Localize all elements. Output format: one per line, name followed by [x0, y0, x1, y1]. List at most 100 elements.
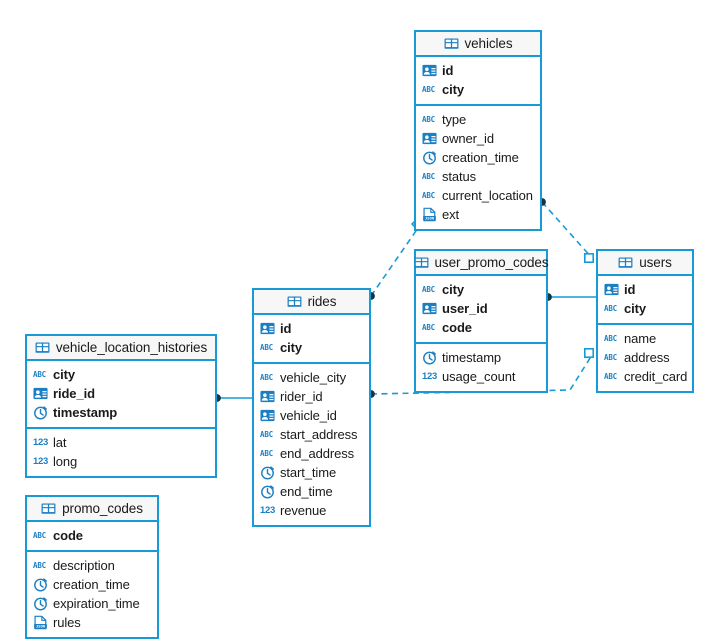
- column-row[interactable]: ABC start_address: [254, 425, 369, 444]
- table-header-vehicles[interactable]: vehicles: [416, 32, 540, 57]
- column-name: start_address: [280, 427, 358, 442]
- column-row[interactable]: rider_id: [254, 387, 369, 406]
- svg-text:JSON: JSON: [36, 624, 46, 629]
- table-header-rides[interactable]: rides: [254, 290, 369, 315]
- column-name: rules: [53, 615, 81, 630]
- column-name: code: [442, 320, 472, 335]
- column-row[interactable]: id: [254, 319, 369, 338]
- table-grid-icon: [414, 257, 428, 268]
- column-row[interactable]: start_time: [254, 463, 369, 482]
- column-row[interactable]: id: [416, 61, 540, 80]
- table-header-user_promo_codes[interactable]: user_promo_codes: [414, 251, 549, 276]
- id-card-icon: [260, 409, 275, 422]
- abc-text-icon: ABC: [33, 370, 46, 379]
- table-header-users[interactable]: users: [598, 251, 692, 276]
- table-title: promo_codes: [62, 501, 143, 516]
- column-name: creation_time: [442, 150, 519, 165]
- column-row[interactable]: vehicle_id: [254, 406, 369, 425]
- column-name: ride_id: [53, 386, 95, 401]
- clock-icon: [261, 485, 274, 499]
- svg-text:JSON: JSON: [425, 216, 435, 221]
- clock-icon: [261, 466, 274, 480]
- column-name: id: [280, 321, 292, 336]
- abc-text-icon: ABC: [422, 285, 435, 294]
- table-grid-icon: [41, 503, 56, 514]
- column-row[interactable]: JSON rules: [27, 613, 157, 632]
- column-row[interactable]: owner_id: [416, 129, 540, 148]
- column-name: address: [624, 350, 670, 365]
- relationship-line: [541, 201, 593, 259]
- column-name: type: [442, 112, 467, 127]
- relationship-one-endpoint-square: [583, 347, 594, 358]
- column-name: id: [442, 63, 454, 78]
- id-card-icon: [604, 283, 619, 296]
- column-row[interactable]: ABC city: [416, 280, 546, 299]
- table-grid-icon: [35, 342, 50, 353]
- column-row[interactable]: timestamp: [27, 403, 215, 422]
- column-name: long: [53, 454, 78, 469]
- column-row[interactable]: ride_id: [27, 384, 215, 403]
- column-row[interactable]: timestamp: [416, 348, 546, 367]
- table-grid-icon: [618, 257, 633, 268]
- abc-text-icon: ABC: [260, 430, 273, 439]
- number-icon: 123: [33, 437, 48, 448]
- column-name: city: [442, 282, 465, 297]
- column-name: lat: [53, 435, 67, 450]
- column-name: owner_id: [442, 131, 494, 146]
- relationship-user-promo-codes-to-users[interactable]: [544, 293, 596, 301]
- table-header-vehicle_location_histories[interactable]: vehicle_location_histories: [27, 336, 215, 361]
- column-row[interactable]: end_time: [254, 482, 369, 501]
- column-name: code: [53, 528, 83, 543]
- abc-text-icon: ABC: [422, 191, 435, 200]
- relationship-vehicle-location-histories-to-rides[interactable]: [213, 394, 252, 402]
- column-row[interactable]: 123 lat: [27, 433, 215, 452]
- abc-text-icon: ABC: [422, 85, 435, 94]
- relationship-one-endpoint-square: [583, 253, 594, 264]
- table-grid-icon: [444, 38, 458, 49]
- column-row[interactable]: creation_time: [416, 148, 540, 167]
- column-name: timestamp: [53, 405, 118, 420]
- id-card-icon: [422, 132, 437, 145]
- column-name: creation_time: [53, 577, 130, 592]
- column-row[interactable]: user_id: [416, 299, 546, 318]
- table-header-promo_codes[interactable]: promo_codes: [27, 497, 157, 522]
- abc-text-icon: ABC: [260, 343, 273, 352]
- abc-text-icon: ABC: [260, 449, 273, 458]
- column-name: user_id: [442, 301, 488, 316]
- column-row[interactable]: id: [598, 280, 692, 299]
- column-row[interactable]: expiration_time: [27, 594, 157, 613]
- column-row[interactable]: creation_time: [27, 575, 157, 594]
- id-card-icon: [422, 302, 437, 315]
